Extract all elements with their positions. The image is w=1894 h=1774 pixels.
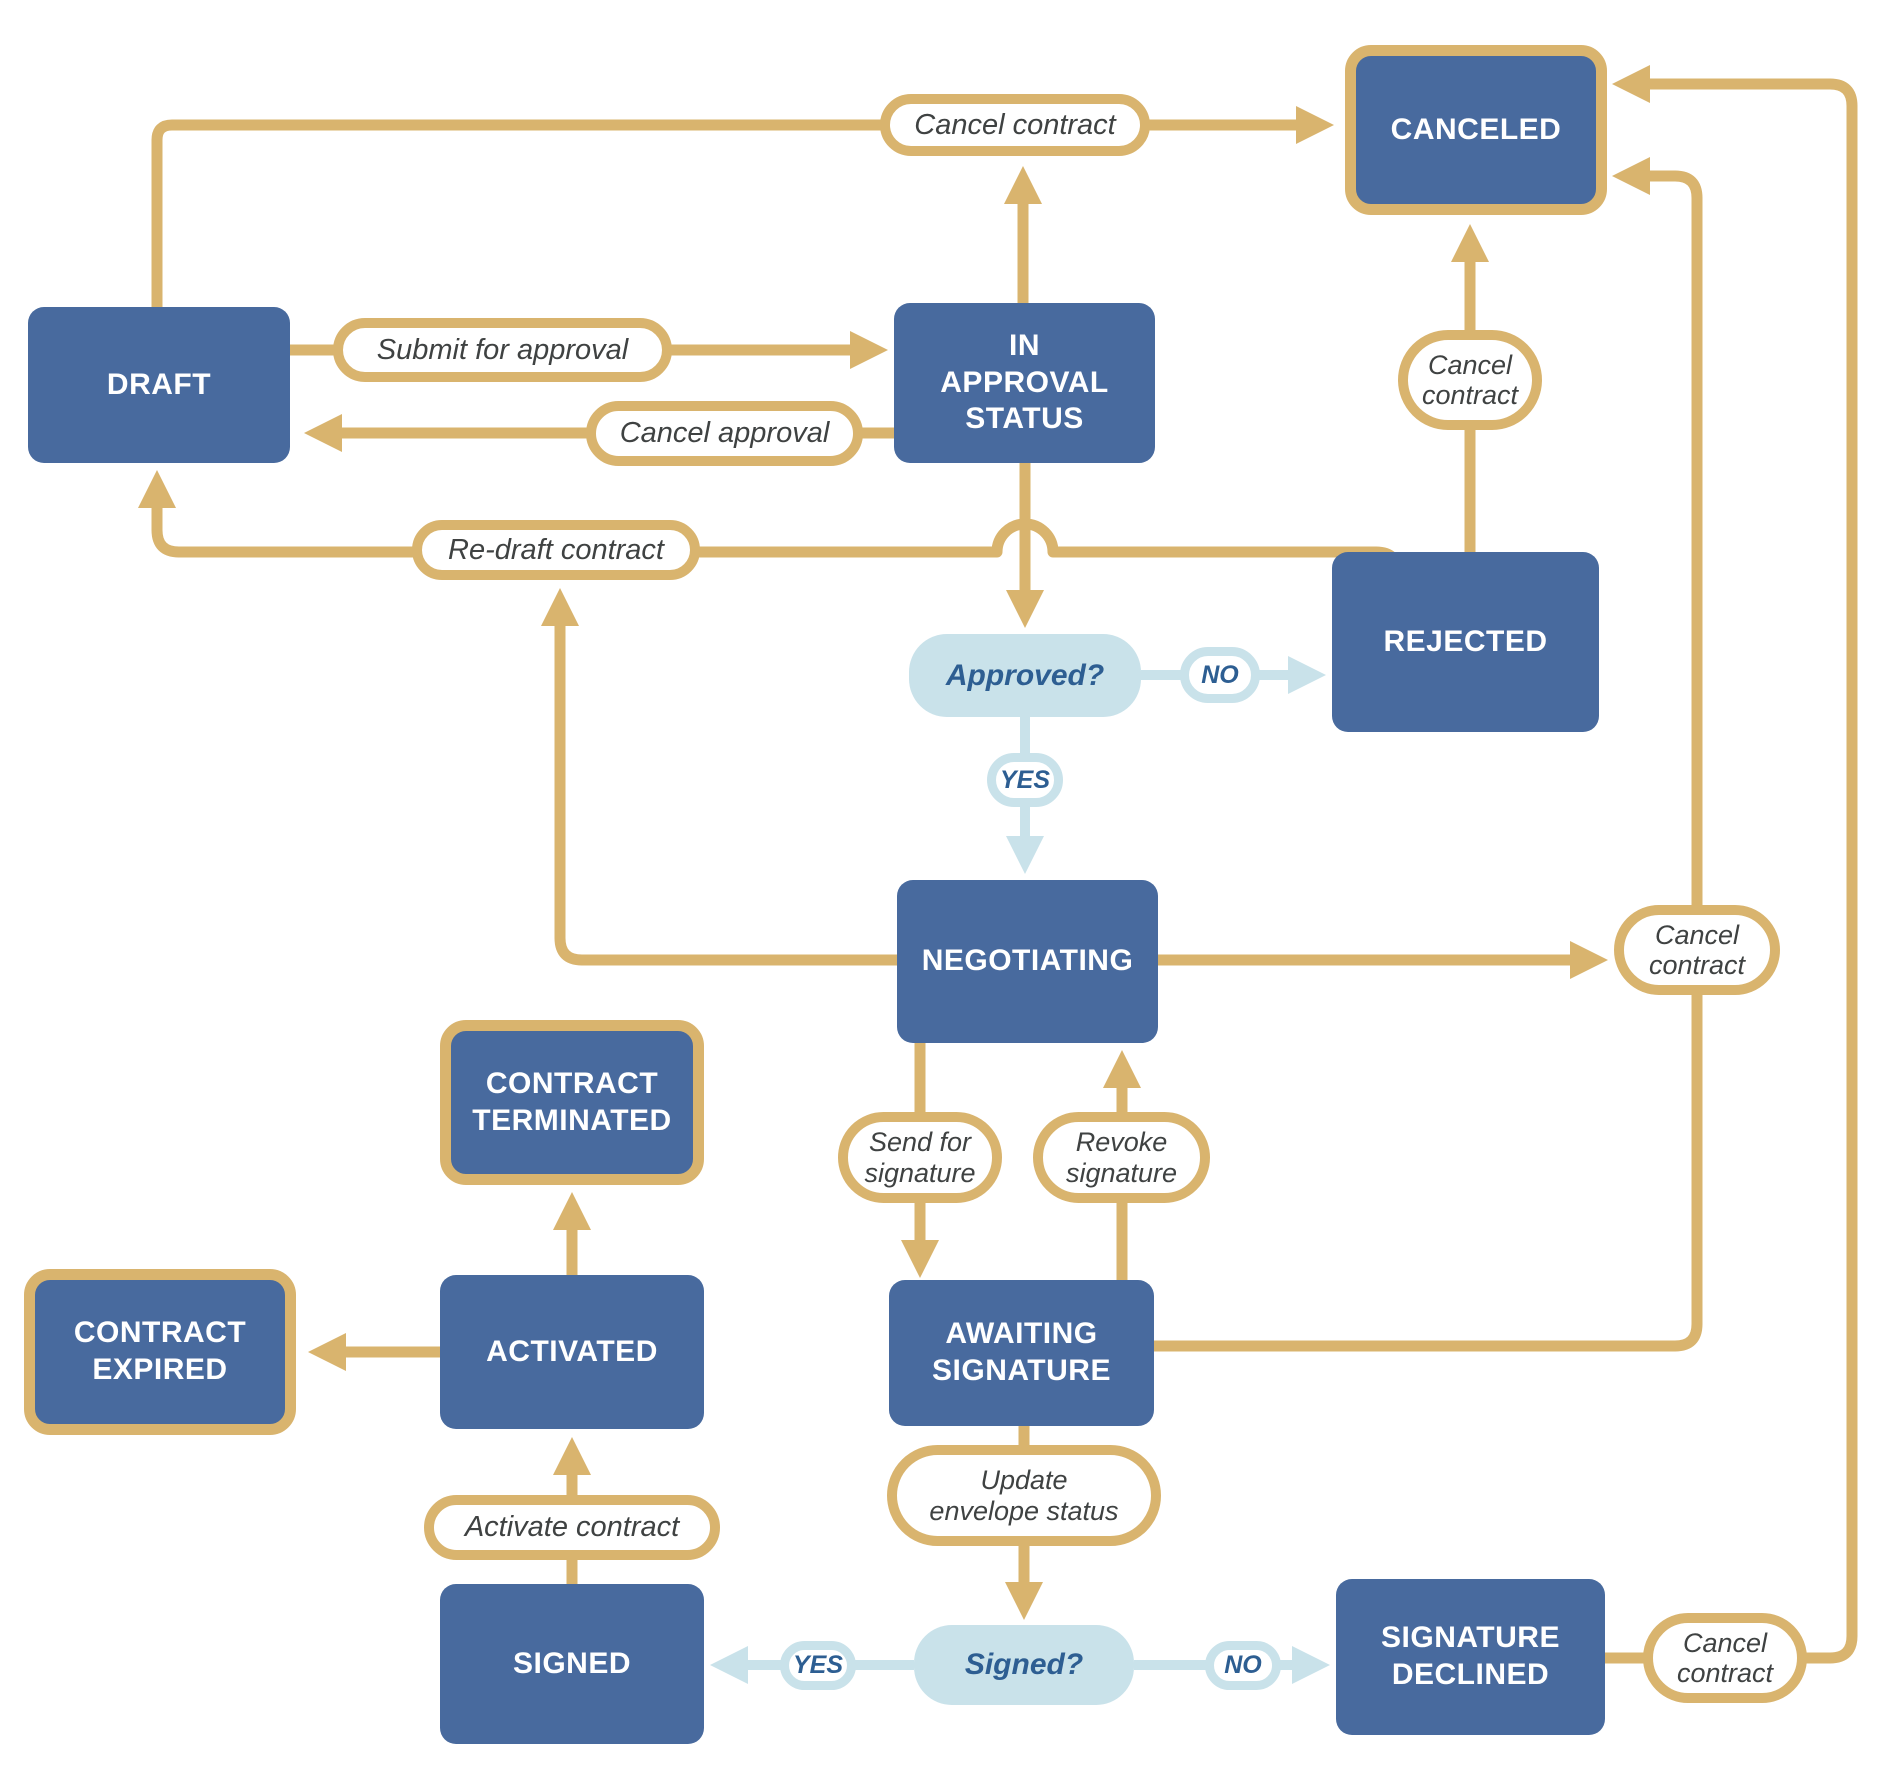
decision-approved: Approved?	[909, 634, 1141, 717]
edge-draft-cancel-canceled	[151, 119, 1296, 307]
arrowhead-into-canceled-bottom	[1451, 224, 1489, 262]
state-contract-expired: CONTRACT EXPIRED	[24, 1269, 296, 1435]
arrowhead-into-expired-right	[308, 1333, 346, 1371]
arrowhead-into-canceled-right-lower	[1612, 157, 1650, 195]
edge-awaiting-cancel-canceled	[1154, 170, 1703, 1352]
label-send-for-signature: Send for signature	[838, 1112, 1002, 1203]
arrowhead-into-approved-top	[1006, 590, 1044, 628]
chip-approved-no: NO	[1180, 647, 1260, 703]
label-redraft-contract: Re-draft contract	[412, 520, 700, 580]
arrowhead-into-cancelpill-top	[1004, 166, 1042, 204]
state-contract-terminated: CONTRACT TERMINATED	[440, 1020, 704, 1185]
arrowhead-into-draft-right	[304, 414, 342, 452]
state-draft: DRAFT	[28, 307, 290, 463]
state-awaiting-signature: AWAITING SIGNATURE	[889, 1280, 1154, 1426]
label-cancel-contract-top: Cancel contract	[880, 94, 1150, 156]
arrowhead-into-canceled-left	[1296, 106, 1334, 144]
arrowhead-into-canceled-right-upper	[1612, 65, 1650, 103]
arrowhead-into-cancelpill-right-left	[1570, 941, 1608, 979]
label-cancel-contract-rejected: Cancel contract	[1398, 330, 1542, 430]
label-revoke-signature: Revoke signature	[1033, 1112, 1210, 1203]
state-in-approval-status: IN APPROVAL STATUS	[894, 303, 1155, 463]
label-cancel-contract-declined: Cancel contract	[1643, 1613, 1807, 1703]
edge-rejected-redraft-draft	[151, 492, 1404, 575]
state-negotiating: NEGOTIATING	[897, 880, 1158, 1043]
arrowhead-into-signed-right	[710, 1646, 748, 1684]
label-submit-for-approval: Submit for approval	[333, 318, 672, 382]
state-rejected: REJECTED	[1332, 552, 1599, 732]
chip-signed-no: NO	[1205, 1641, 1281, 1690]
arrowhead-into-activated-bottom	[553, 1437, 591, 1475]
chip-approved-yes: YES	[987, 753, 1063, 807]
arrowhead-into-awaiting-top	[901, 1240, 939, 1278]
label-cancel-contract-negotiating: Cancel contract	[1614, 905, 1780, 995]
arrowhead-into-inapproval-left	[850, 331, 888, 369]
state-signature-declined: SIGNATURE DECLINED	[1336, 1579, 1605, 1735]
state-activated: ACTIVATED	[440, 1275, 704, 1429]
arrowhead-into-signedq-top	[1005, 1582, 1043, 1620]
arrowhead-into-negotiating-top	[1006, 836, 1044, 874]
arrowhead-into-negotiating-bottom	[1103, 1050, 1141, 1088]
chip-signed-yes: YES	[780, 1641, 856, 1690]
state-canceled: CANCELED	[1345, 45, 1607, 215]
state-signed: SIGNED	[440, 1584, 704, 1744]
arrowhead-into-draft-bottom	[138, 470, 176, 508]
decision-signed: Signed?	[914, 1625, 1134, 1705]
edge-declined-cancel-canceled	[1605, 78, 1858, 1664]
label-update-envelope-status: Update envelope status	[887, 1445, 1161, 1546]
label-activate-contract: Activate contract	[424, 1495, 720, 1560]
arrowhead-into-terminated-bottom	[553, 1192, 591, 1230]
arrowhead-into-rejected-left	[1288, 656, 1326, 694]
edge-negotiating-redraft	[554, 600, 897, 966]
arrowhead-into-declined-left	[1292, 1646, 1330, 1684]
label-cancel-approval: Cancel approval	[586, 401, 863, 466]
arrowhead-into-redraft-bottom	[541, 588, 579, 626]
